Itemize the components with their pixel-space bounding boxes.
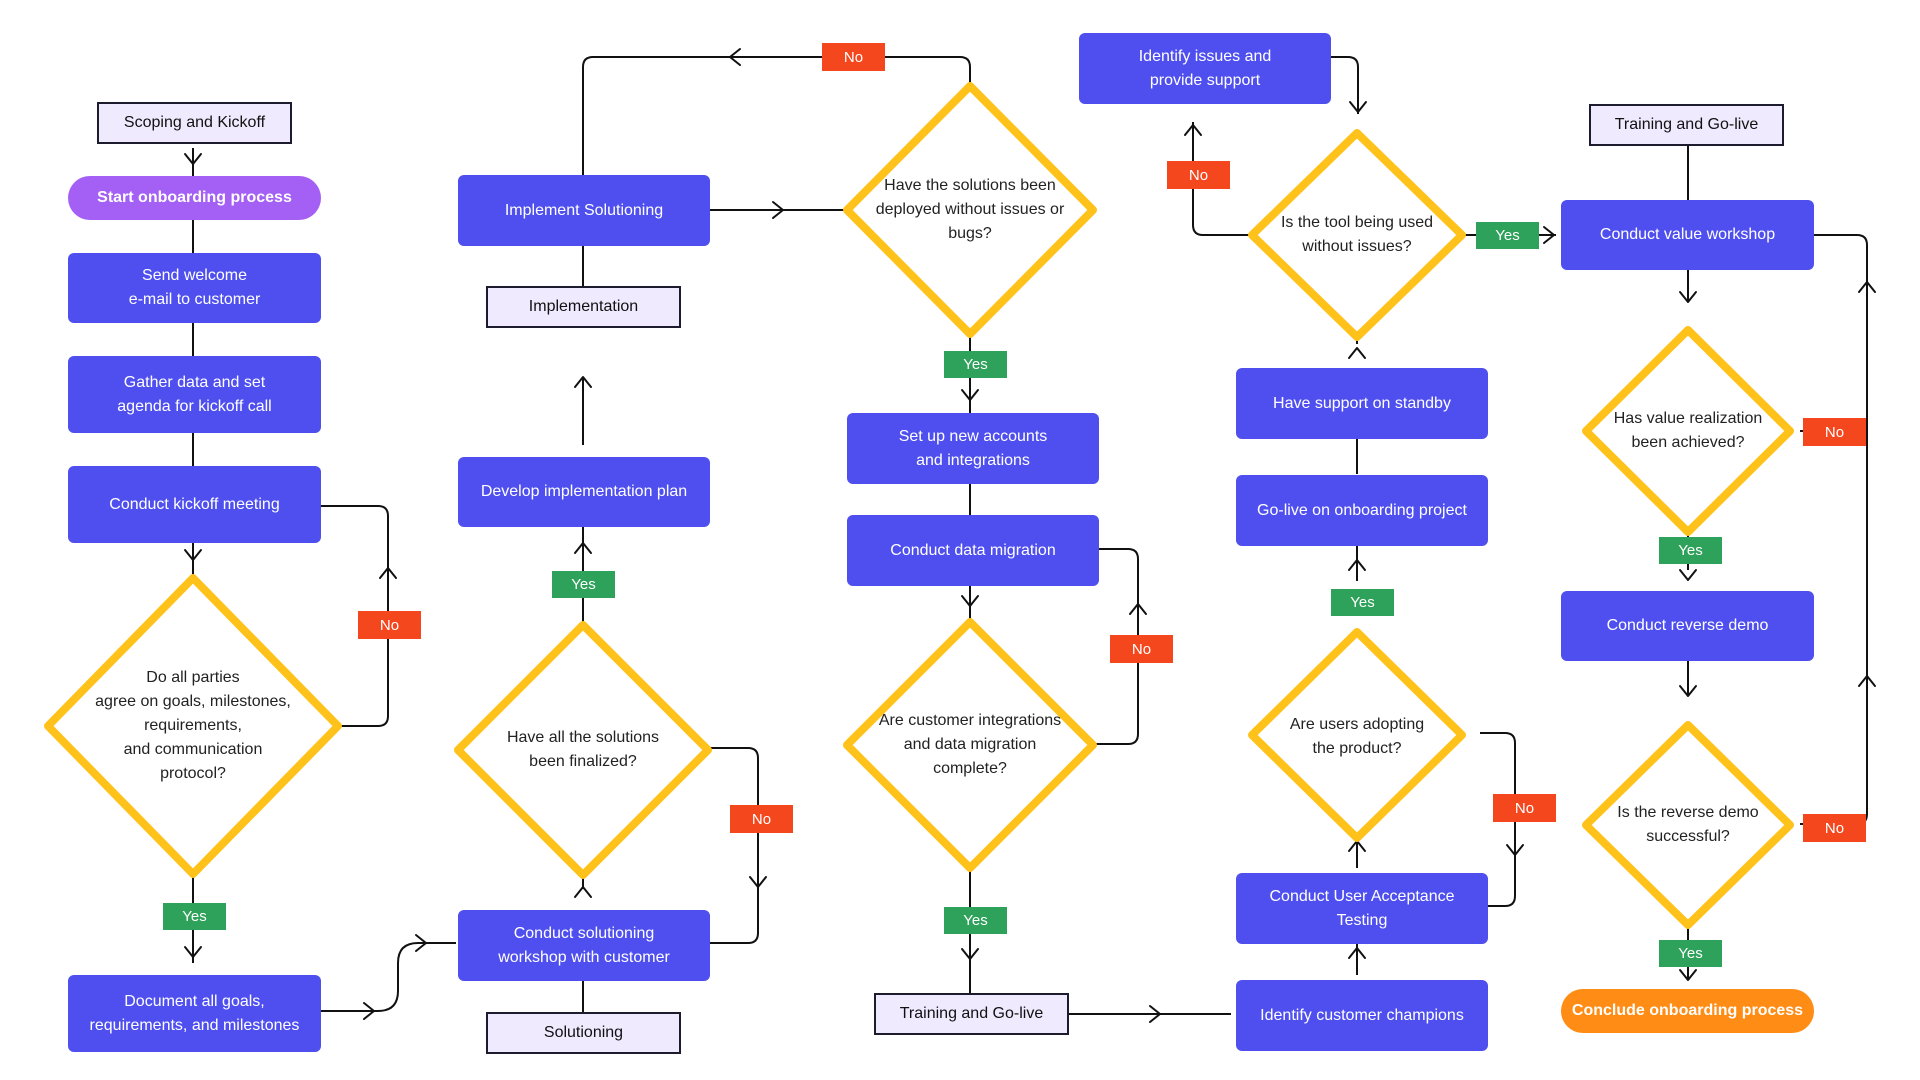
no-label-integrations: No bbox=[1110, 635, 1173, 663]
decision-diamond-integrations bbox=[843, 618, 1097, 872]
phase-label-scoping: Scoping and Kickoff bbox=[97, 102, 292, 144]
phase-label-training-golive: Training and Go-live bbox=[874, 993, 1069, 1035]
decision-text-finalized: Have all the solutions been finalized? bbox=[506, 729, 660, 770]
yes-label-integrations: Yes bbox=[944, 907, 1007, 934]
no-label-reverse: No bbox=[1803, 814, 1866, 842]
decision-text-tool: Is the tool being used without issues? bbox=[1280, 214, 1434, 255]
no-label-tool: No bbox=[1167, 161, 1230, 189]
yes-label-finalized: Yes bbox=[552, 571, 615, 598]
decision-text-reverse: Is the reverse demo successful? bbox=[1617, 804, 1759, 845]
process-setup-accounts: Set up new accounts and integrations bbox=[847, 413, 1099, 484]
process-data-migration: Conduct data migration bbox=[847, 515, 1099, 586]
phase-label-implementation: Implementation bbox=[486, 286, 681, 328]
decision-text-integrations: Are customer integrations and data migra… bbox=[878, 712, 1062, 777]
process-identify-issues: Identify issues and provide support bbox=[1079, 33, 1331, 104]
decision-text-agree: Do all parties agree on goals, milestone… bbox=[95, 669, 291, 782]
decision-text-adopting: Are users adopting the product? bbox=[1289, 716, 1425, 757]
process-gather-data: Gather data and set agenda for kickoff c… bbox=[68, 356, 321, 433]
process-reverse-demo: Conduct reverse demo bbox=[1561, 591, 1814, 661]
no-label-finalized: No bbox=[730, 805, 793, 833]
start-terminal: Start onboarding process bbox=[68, 176, 321, 220]
process-implement-solutioning: Implement Solutioning bbox=[458, 175, 710, 246]
decision-diamond-deployed bbox=[843, 82, 1097, 338]
yes-label-reverse: Yes bbox=[1659, 940, 1722, 967]
phase-label-solutioning: Solutioning bbox=[486, 1012, 681, 1054]
no-label-agree: No bbox=[358, 611, 421, 639]
process-document-goals: Document all goals, requirements, and mi… bbox=[68, 975, 321, 1052]
no-label-adopting: No bbox=[1493, 794, 1556, 822]
process-kickoff-meeting: Conduct kickoff meeting bbox=[68, 466, 321, 543]
yes-label-value: Yes bbox=[1659, 537, 1722, 564]
decision-diamond-adopting bbox=[1248, 628, 1466, 842]
decision-diamond-finalized bbox=[454, 621, 712, 879]
decision-text-deployed: Have the solutions been deployed without… bbox=[875, 177, 1065, 242]
process-send-welcome-email: Send welcome e-mail to customer bbox=[68, 253, 321, 323]
decision-diamond-tool bbox=[1248, 129, 1466, 341]
process-develop-plan: Develop implementation plan bbox=[458, 457, 710, 527]
yes-label-agree: Yes bbox=[163, 903, 226, 930]
process-value-workshop: Conduct value workshop bbox=[1561, 200, 1814, 270]
decision-text-value: Has value realization been achieved? bbox=[1613, 410, 1763, 451]
process-support-standby: Have support on standby bbox=[1236, 368, 1488, 439]
decision-diamond-value bbox=[1582, 326, 1794, 536]
decision-diamond-agree bbox=[44, 574, 342, 878]
process-identify-champions: Identify customer champions bbox=[1236, 980, 1488, 1051]
no-label-value: No bbox=[1803, 418, 1866, 446]
yes-label-adopting: Yes bbox=[1331, 589, 1394, 616]
decision-diamond-reverse bbox=[1582, 721, 1794, 929]
end-terminal: Conclude onboarding process bbox=[1561, 989, 1814, 1033]
process-user-acceptance-testing: Conduct User Acceptance Testing bbox=[1236, 873, 1488, 944]
yes-label-deployed: Yes bbox=[944, 351, 1007, 378]
process-golive: Go-live on onboarding project bbox=[1236, 475, 1488, 546]
phase-label-training-golive-2: Training and Go-live bbox=[1589, 104, 1784, 146]
yes-label-tool: Yes bbox=[1476, 222, 1539, 249]
no-label-deployed: No bbox=[822, 43, 885, 71]
process-solutioning-workshop: Conduct solutioning workshop with custom… bbox=[458, 910, 710, 981]
